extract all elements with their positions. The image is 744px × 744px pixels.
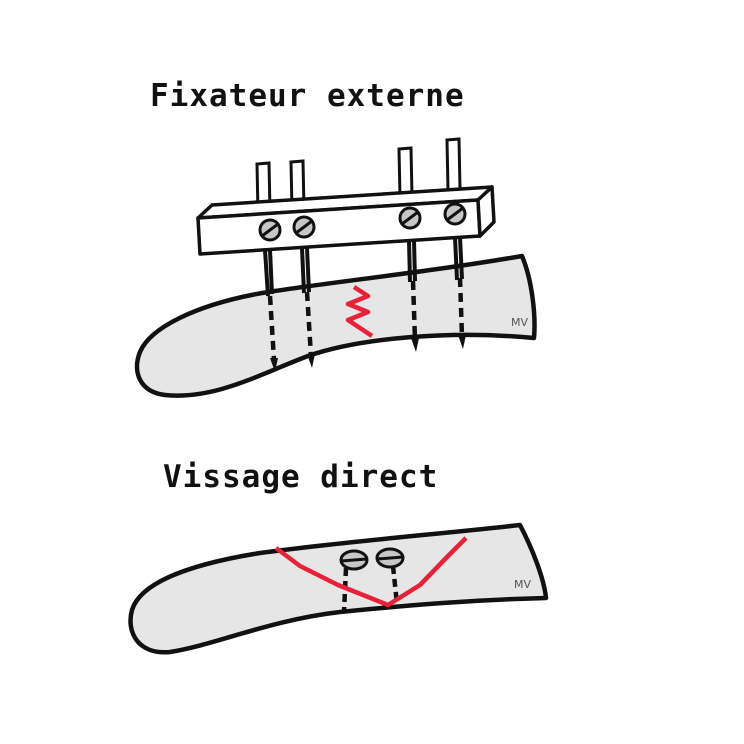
fracture-line-1 [345,285,374,338]
title-direct-screwing: Vissage direct [163,459,439,495]
fracture-line-2 [274,536,468,608]
clamp-screw-3 [398,206,422,230]
lag-screw-head-1 [339,549,369,571]
lag-screw-head-2 [375,547,405,569]
artist-signature-2: MV [514,578,532,591]
fixator-pins [267,277,465,361]
pin-shafts [263,236,464,297]
clamp-screws [258,202,467,242]
clamp-screw-1 [258,218,282,242]
title-external-fixator: Fixateur externe [150,78,465,114]
artist-signature-1: MV [511,316,529,329]
direct-screwing-illustration [128,522,549,655]
bone-2 [128,522,549,655]
bone-1 [134,253,537,398]
pin-tips [270,335,466,372]
external-fixator-illustration [134,137,537,398]
clamp-screw-2 [292,215,316,239]
lag-screw-heads [339,547,405,571]
clamp-screw-4 [443,202,467,226]
